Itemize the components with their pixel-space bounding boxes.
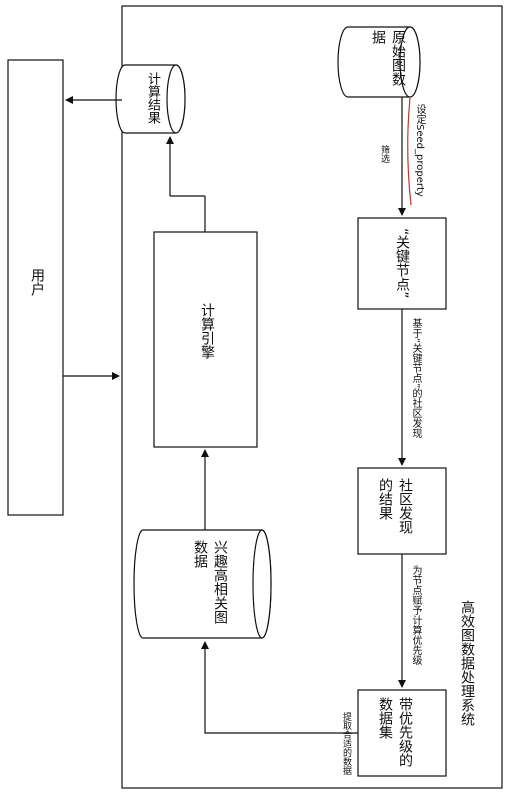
edge-seed-property-label: 设定Seed_property: [414, 104, 425, 197]
edge-filter-label: 筛选: [379, 145, 389, 163]
compute-result-label: 计算结果: [145, 72, 160, 124]
raw-graph-data-cylinder: [337, 26, 421, 98]
edge-extract-data-label: 提取合适的数据: [341, 712, 351, 775]
system-boundary: [121, 5, 503, 789]
system-title: 高效图数据处理系统: [459, 600, 475, 726]
raw-graph-data-label: 原始图数据: [370, 30, 406, 86]
community-result-label: 社区发现的结果: [377, 478, 413, 534]
key-nodes-label: “关键节点”: [394, 228, 410, 299]
user-label: 用户: [29, 268, 45, 296]
edge-community-detect-label: 基于“关键节点”的社区发现: [410, 318, 421, 439]
user-box: [7, 59, 64, 516]
community-result-box: [357, 467, 447, 555]
seed-property-underline: [407, 97, 412, 206]
interest-graph-data-cylinder: [133, 529, 272, 639]
interest-graph-data-label: 兴趣高相关图数据: [192, 540, 228, 624]
prioritized-dataset-label: 带优先级的数据集: [377, 697, 413, 767]
edge-assign-priority-label: 为节点赋予计算优先级: [410, 565, 421, 665]
compute-engine-box: [153, 231, 258, 448]
compute-engine-label: 计算引擎: [199, 303, 215, 359]
compute-result-cylinder: [115, 64, 186, 134]
edge-dataset-to-interest: [201, 641, 358, 734]
